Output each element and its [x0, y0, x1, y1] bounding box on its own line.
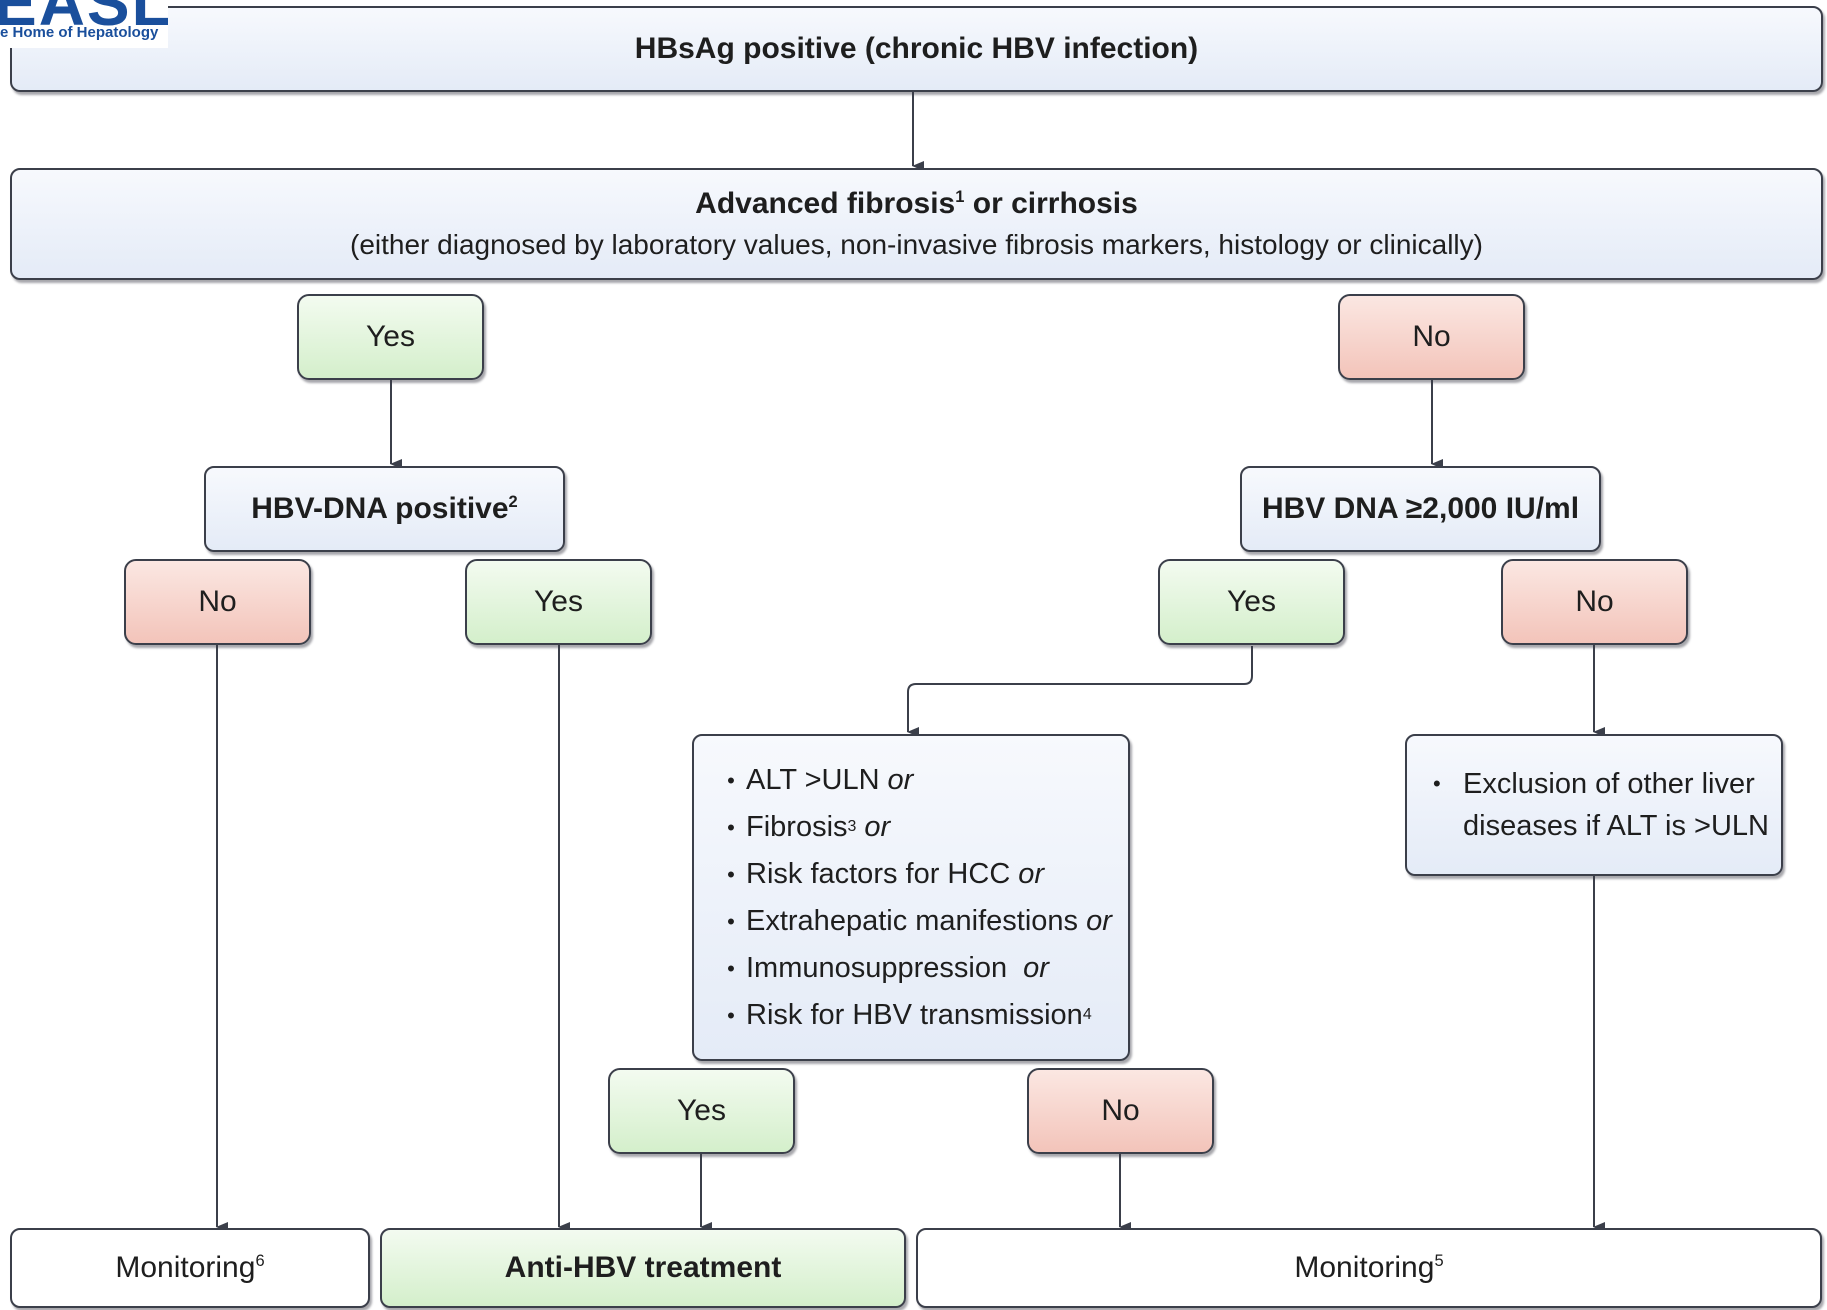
hbv-dna-2000-yes-box: Yes	[1158, 559, 1345, 645]
hbv-dna-positive-footnote: 2	[508, 493, 518, 511]
fibrosis-title-suffix: or cirrhosis	[964, 187, 1138, 220]
criteria-yes-box: Yes	[608, 1068, 795, 1154]
fibrosis-yes-label: Yes	[366, 320, 415, 353]
hbv-dna-2000-yes-label: Yes	[1227, 585, 1276, 618]
hbv-dna-no-box: No	[124, 559, 311, 645]
hbv-dna-positive-text: HBV-DNA positive	[251, 492, 509, 525]
monitoring-right-label: Monitoring5	[1294, 1251, 1443, 1285]
fibrosis-subtitle: (either diagnosed by laboratory values, …	[350, 229, 1483, 260]
criteria-text: Risk for HBV transmission	[746, 998, 1083, 1031]
criteria-connector: or	[1018, 857, 1045, 890]
criteria-text: Immunosuppression	[746, 951, 1008, 984]
hbv-dna-2000-no-label: No	[1575, 585, 1614, 618]
hbv-dna-2000-title: HBV DNA ≥2,000 IU/ml	[1261, 492, 1580, 525]
exclusion-item: • Exclusion of other liver diseases if A…	[1433, 763, 1769, 847]
monitoring-left-text: Monitoring	[115, 1251, 256, 1284]
easl-logo: EASL e Home of Hepatology	[0, 0, 168, 48]
logo-mark: EASL	[0, 0, 168, 39]
hbv-dna-yes-box: Yes	[465, 559, 652, 645]
criteria-text: Fibrosis	[746, 810, 848, 843]
bullet: •	[727, 861, 735, 887]
criteria-no-box: No	[1027, 1068, 1214, 1154]
fibrosis-no-box: No	[1338, 294, 1525, 380]
criteria-text: Extrahepatic manifestions	[746, 904, 1079, 937]
bullet: •	[727, 955, 735, 981]
bullet: •	[727, 767, 735, 793]
monitoring-left-label: Monitoring6	[115, 1251, 264, 1285]
exclusion-line-2: diseases if ALT is >ULN	[1463, 810, 1769, 842]
hbv-dna-positive-title: HBV-DNA positive2	[251, 492, 517, 526]
treatment-box: Anti-HBV treatment	[380, 1228, 906, 1308]
monitoring-right-text: Monitoring	[1294, 1251, 1435, 1284]
fibrosis-title-main: Advanced fibrosis	[695, 187, 956, 220]
criteria-text: ALT >ULN	[746, 763, 880, 796]
arrow-dna2000-yes-to-criteria	[907, 646, 1253, 737]
criteria-yes-label: Yes	[677, 1094, 726, 1127]
fibrosis-yes-box: Yes	[297, 294, 484, 380]
bullet: •	[727, 814, 735, 840]
fibrosis-title: Advanced fibrosis1 or cirrhosis	[695, 187, 1138, 221]
criteria-item: • Immunosuppression or	[716, 945, 1112, 992]
bullet: •	[727, 1002, 735, 1028]
criteria-text: Risk factors for HCC	[746, 857, 1011, 890]
logo-tagline: e Home of Hepatology	[0, 24, 159, 41]
hbv-dna-yes-label: Yes	[534, 585, 583, 618]
hbsag-box: HBsAg positive (chronic HBV infection)	[10, 6, 1823, 92]
fibrosis-box: Advanced fibrosis1 or cirrhosis (either …	[10, 168, 1823, 280]
bullet: •	[727, 908, 735, 934]
hbv-dna-2000-box: HBV DNA ≥2,000 IU/ml	[1240, 466, 1601, 552]
monitoring-right-box: Monitoring5	[916, 1228, 1822, 1308]
hbv-dna-no-label: No	[198, 585, 237, 618]
hbsag-title: HBsAg positive (chronic HBV infection)	[634, 32, 1199, 65]
bullet: •	[1433, 771, 1441, 796]
hbv-dna-2000-no-box: No	[1501, 559, 1688, 645]
criteria-connector: or	[864, 810, 891, 843]
exclusion-line-1: Exclusion of other liver	[1463, 768, 1755, 800]
exclusion-text: Exclusion of other liver diseases if ALT…	[1463, 763, 1769, 847]
monitoring-left-footnote: 6	[255, 1252, 265, 1270]
treatment-label: Anti-HBV treatment	[504, 1251, 782, 1284]
exclusion-box: • Exclusion of other liver diseases if A…	[1405, 734, 1783, 876]
fibrosis-footnote-1: 1	[955, 188, 965, 206]
criteria-no-label: No	[1101, 1094, 1140, 1127]
criteria-connector: or	[1023, 951, 1049, 984]
fibrosis-no-label: No	[1412, 320, 1451, 353]
monitoring-left-box: Monitoring6	[10, 1228, 370, 1308]
criteria-connector: or	[887, 763, 914, 796]
criteria-connector: or	[1086, 904, 1112, 937]
monitoring-right-footnote: 5	[1434, 1252, 1444, 1270]
hbv-dna-positive-box: HBV-DNA positive2	[204, 466, 565, 552]
